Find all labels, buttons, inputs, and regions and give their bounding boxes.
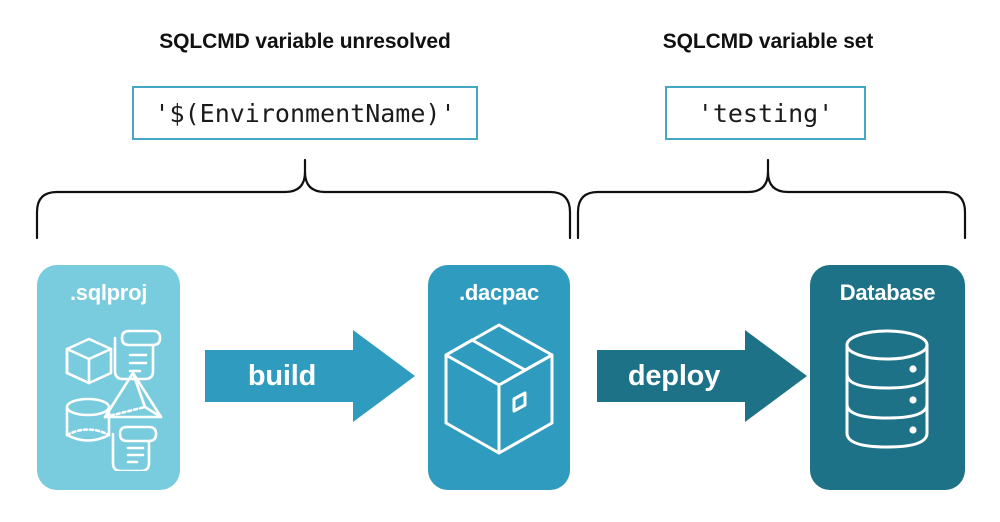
arrow-build-shape bbox=[205, 330, 415, 422]
database-cylinder-icon bbox=[845, 329, 929, 449]
package-box-icon bbox=[444, 323, 554, 455]
stage-box-sqlproj: .sqlproj bbox=[37, 265, 180, 490]
project-contents-icon bbox=[65, 329, 163, 471]
arrow-deploy-label: deploy bbox=[627, 359, 721, 392]
cube-icon bbox=[65, 337, 113, 385]
stage-box-dacpac: .dacpac bbox=[428, 265, 570, 490]
code-box-environment-name: '$(EnvironmentName)' bbox=[132, 86, 478, 140]
heading-sqlcmd-variable-unresolved: SQLCMD variable unresolved bbox=[159, 30, 451, 53]
cylinder-icon bbox=[65, 397, 111, 442]
heading-sqlcmd-variable-set: SQLCMD variable set bbox=[662, 30, 874, 53]
pyramid-icon bbox=[103, 371, 163, 419]
code-text-testing: 'testing' bbox=[697, 98, 834, 128]
script-scroll-icon-bottom bbox=[111, 425, 158, 471]
stage-label-dacpac: .dacpac bbox=[459, 280, 539, 305]
arrow-deploy: deploy bbox=[597, 330, 807, 422]
code-text-environment-name: '$(EnvironmentName)' bbox=[154, 98, 456, 128]
curly-brace-left bbox=[35, 158, 572, 240]
stage-label-sqlproj: .sqlproj bbox=[69, 280, 148, 305]
stage-box-database: Database bbox=[810, 265, 965, 490]
arrow-build: build bbox=[205, 330, 415, 422]
arrow-deploy-shape bbox=[597, 330, 807, 422]
code-box-testing: 'testing' bbox=[665, 86, 866, 140]
curly-brace-right bbox=[576, 158, 967, 240]
brace-group bbox=[35, 158, 967, 240]
arrow-build-label: build bbox=[247, 359, 317, 392]
database-status-dots bbox=[909, 365, 917, 434]
script-scroll-icon-top bbox=[113, 329, 162, 381]
stage-label-database: Database bbox=[839, 280, 936, 305]
